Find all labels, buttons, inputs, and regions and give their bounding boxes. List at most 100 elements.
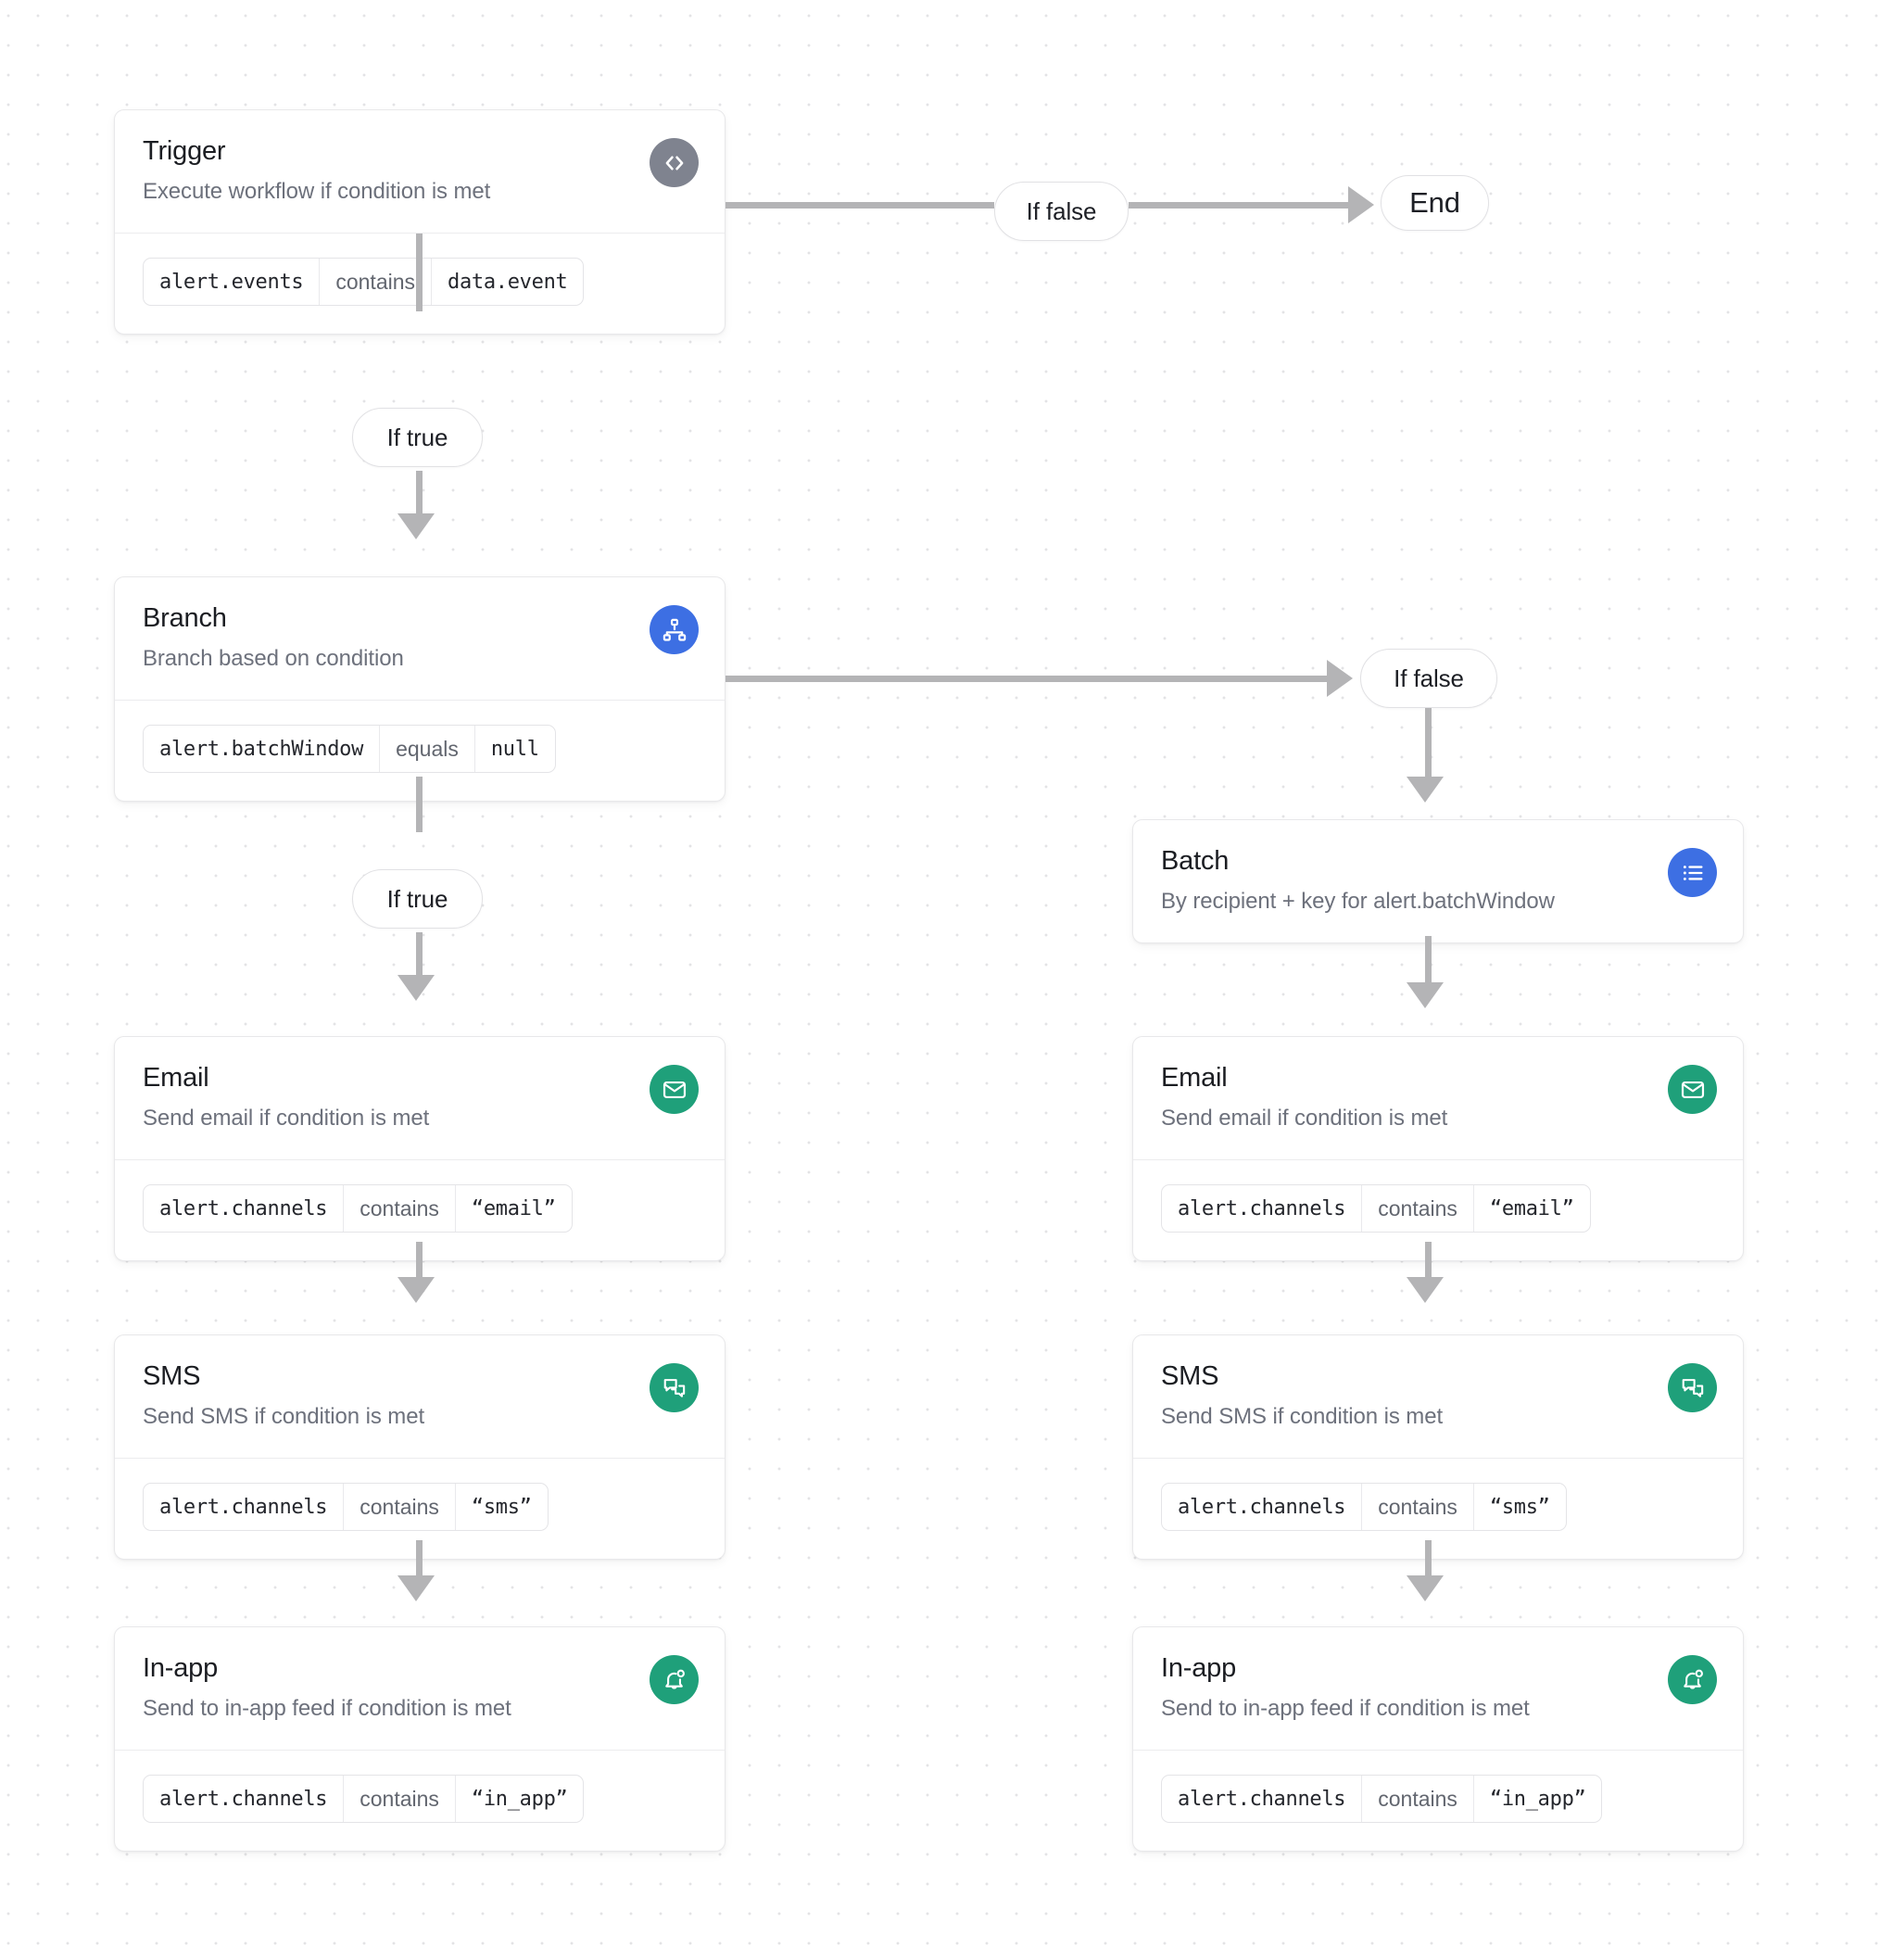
connector-trigger-true-upper <box>416 234 423 311</box>
trigger-condition-row: alert.events contains data.event <box>115 233 725 334</box>
condition-value: “sms” <box>1472 1484 1566 1531</box>
branch-subtitle: Branch based on condition <box>143 645 404 671</box>
trigger-subtitle: Execute workflow if condition is met <box>143 178 491 204</box>
condition-pill[interactable]: alert.channels contains “sms” <box>1161 1483 1567 1532</box>
chat-bubbles-icon <box>650 1363 699 1412</box>
connector-branch-false <box>726 676 1332 682</box>
node-end[interactable]: End <box>1381 175 1489 231</box>
condition-operator: contains <box>343 1185 455 1233</box>
inapp-title: In-app <box>1161 1653 1237 1683</box>
label-branch-if-true[interactable]: If true <box>352 869 483 929</box>
node-trigger[interactable]: Trigger Execute workflow if condition is… <box>114 109 726 335</box>
connector-branch-true-lower <box>416 932 423 980</box>
condition-operator: contains <box>1361 1185 1473 1233</box>
sms-subtitle: Send SMS if condition is met <box>143 1403 425 1429</box>
inapp-condition-row: alert.channels contains “in_app” <box>115 1750 725 1851</box>
email-title: Email <box>143 1063 209 1093</box>
node-inapp-left[interactable]: In-app Send to in-app feed if condition … <box>114 1626 726 1853</box>
arrowhead-to-branch-false <box>1327 660 1353 697</box>
node-inapp-right[interactable]: In-app Send to in-app feed if condition … <box>1132 1626 1744 1853</box>
condition-field: alert.channels <box>159 1787 328 1811</box>
arrowhead-to-sms-left <box>397 1277 435 1303</box>
email-title: Email <box>1161 1063 1228 1093</box>
email-header: Email Send email if condition is met <box>115 1037 725 1159</box>
branch-header: Branch Branch based on condition <box>115 577 725 700</box>
chat-bubbles-icon <box>1668 1363 1717 1412</box>
node-sms-left[interactable]: SMS Send SMS if condition is met alert.c… <box>114 1334 726 1561</box>
condition-operator: contains <box>1361 1776 1473 1823</box>
arrowhead-to-inapp-right <box>1407 1575 1444 1601</box>
inapp-subtitle: Send to in-app feed if condition is met <box>143 1695 511 1721</box>
condition-field: alert.events <box>159 270 304 294</box>
sms-title: SMS <box>143 1361 201 1391</box>
bell-notification-icon <box>650 1655 699 1704</box>
condition-pill[interactable]: alert.channels contains “email” <box>143 1184 573 1233</box>
list-icon <box>1668 848 1717 897</box>
connector-trigger-false <box>726 202 994 209</box>
envelope-icon <box>650 1065 699 1114</box>
condition-field: alert.channels <box>159 1495 328 1519</box>
condition-field: alert.channels <box>1178 1196 1346 1220</box>
inapp-subtitle: Send to in-app feed if condition is met <box>1161 1695 1530 1721</box>
arrowhead-to-email-right <box>1407 982 1444 1008</box>
branch-title: Branch <box>143 603 227 633</box>
condition-value: “sms” <box>454 1484 548 1531</box>
label-branch-if-false[interactable]: If false <box>1360 649 1497 708</box>
node-branch[interactable]: Branch Branch based on condition alert.b… <box>114 576 726 803</box>
email-condition-row: alert.channels contains “email” <box>1133 1159 1743 1260</box>
connector-trigger-true-lower <box>416 471 423 519</box>
condition-operator: equals <box>379 726 474 773</box>
condition-value: null <box>473 726 555 773</box>
email-subtitle: Send email if condition is met <box>143 1105 430 1131</box>
node-email-right[interactable]: Email Send email if condition is met ale… <box>1132 1036 1744 1262</box>
connector-sms-to-inapp-left <box>416 1540 423 1581</box>
arrowhead-to-inapp-left <box>397 1575 435 1601</box>
node-batch[interactable]: Batch By recipient + key for alert.batch… <box>1132 819 1744 944</box>
inapp-header: In-app Send to in-app feed if condition … <box>1133 1627 1743 1750</box>
connector-batch-to-email <box>1425 936 1432 990</box>
condition-field: alert.channels <box>1178 1495 1346 1519</box>
condition-pill[interactable]: alert.events contains data.event <box>143 258 585 307</box>
sms-header: SMS Send SMS if condition is met <box>115 1335 725 1458</box>
batch-header: Batch By recipient + key for alert.batch… <box>1133 820 1743 942</box>
condition-pill[interactable]: alert.channels contains “sms” <box>143 1483 549 1532</box>
arrowhead-to-sms-right <box>1407 1277 1444 1303</box>
connector-sms-to-inapp-right <box>1425 1540 1432 1581</box>
condition-pill[interactable]: alert.batchWindow equals null <box>143 725 556 774</box>
envelope-icon <box>1668 1065 1717 1114</box>
node-sms-right[interactable]: SMS Send SMS if condition is met alert.c… <box>1132 1334 1744 1561</box>
condition-operator: contains <box>343 1776 455 1823</box>
sms-subtitle: Send SMS if condition is met <box>1161 1403 1444 1429</box>
condition-field: alert.channels <box>1178 1787 1346 1811</box>
condition-value: “email” <box>454 1185 572 1233</box>
connector-email-to-sms-left <box>416 1242 423 1283</box>
condition-pill[interactable]: alert.channels contains “in_app” <box>1161 1775 1603 1824</box>
hierarchy-icon <box>650 605 699 654</box>
connector-false-to-end <box>1129 202 1356 209</box>
condition-operator: contains <box>1361 1484 1473 1531</box>
arrowhead-to-branch <box>397 513 435 539</box>
branch-condition-row: alert.batchWindow equals null <box>115 700 725 801</box>
condition-pill[interactable]: alert.channels contains “email” <box>1161 1184 1591 1233</box>
email-condition-row: alert.channels contains “email” <box>115 1159 725 1260</box>
label-trigger-if-true[interactable]: If true <box>352 408 483 467</box>
condition-pill[interactable]: alert.channels contains “in_app” <box>143 1775 585 1824</box>
condition-value: “in_app” <box>454 1776 584 1823</box>
arrowhead-to-email-left <box>397 975 435 1001</box>
code-brackets-icon <box>650 138 699 187</box>
node-email-left[interactable]: Email Send email if condition is met ale… <box>114 1036 726 1262</box>
inapp-title: In-app <box>143 1653 219 1683</box>
connector-false-to-batch <box>1425 708 1432 780</box>
email-header: Email Send email if condition is met <box>1133 1037 1743 1159</box>
label-trigger-if-false[interactable]: If false <box>994 182 1129 241</box>
connector-branch-true-upper <box>416 777 423 832</box>
condition-value: data.event <box>431 259 583 306</box>
condition-operator: contains <box>319 259 431 306</box>
condition-operator: contains <box>343 1484 455 1531</box>
arrowhead-to-end <box>1348 186 1374 223</box>
condition-field: alert.batchWindow <box>159 737 364 761</box>
connector-email-to-sms-right <box>1425 1242 1432 1283</box>
arrowhead-to-batch <box>1407 777 1444 803</box>
condition-field: alert.channels <box>159 1196 328 1220</box>
